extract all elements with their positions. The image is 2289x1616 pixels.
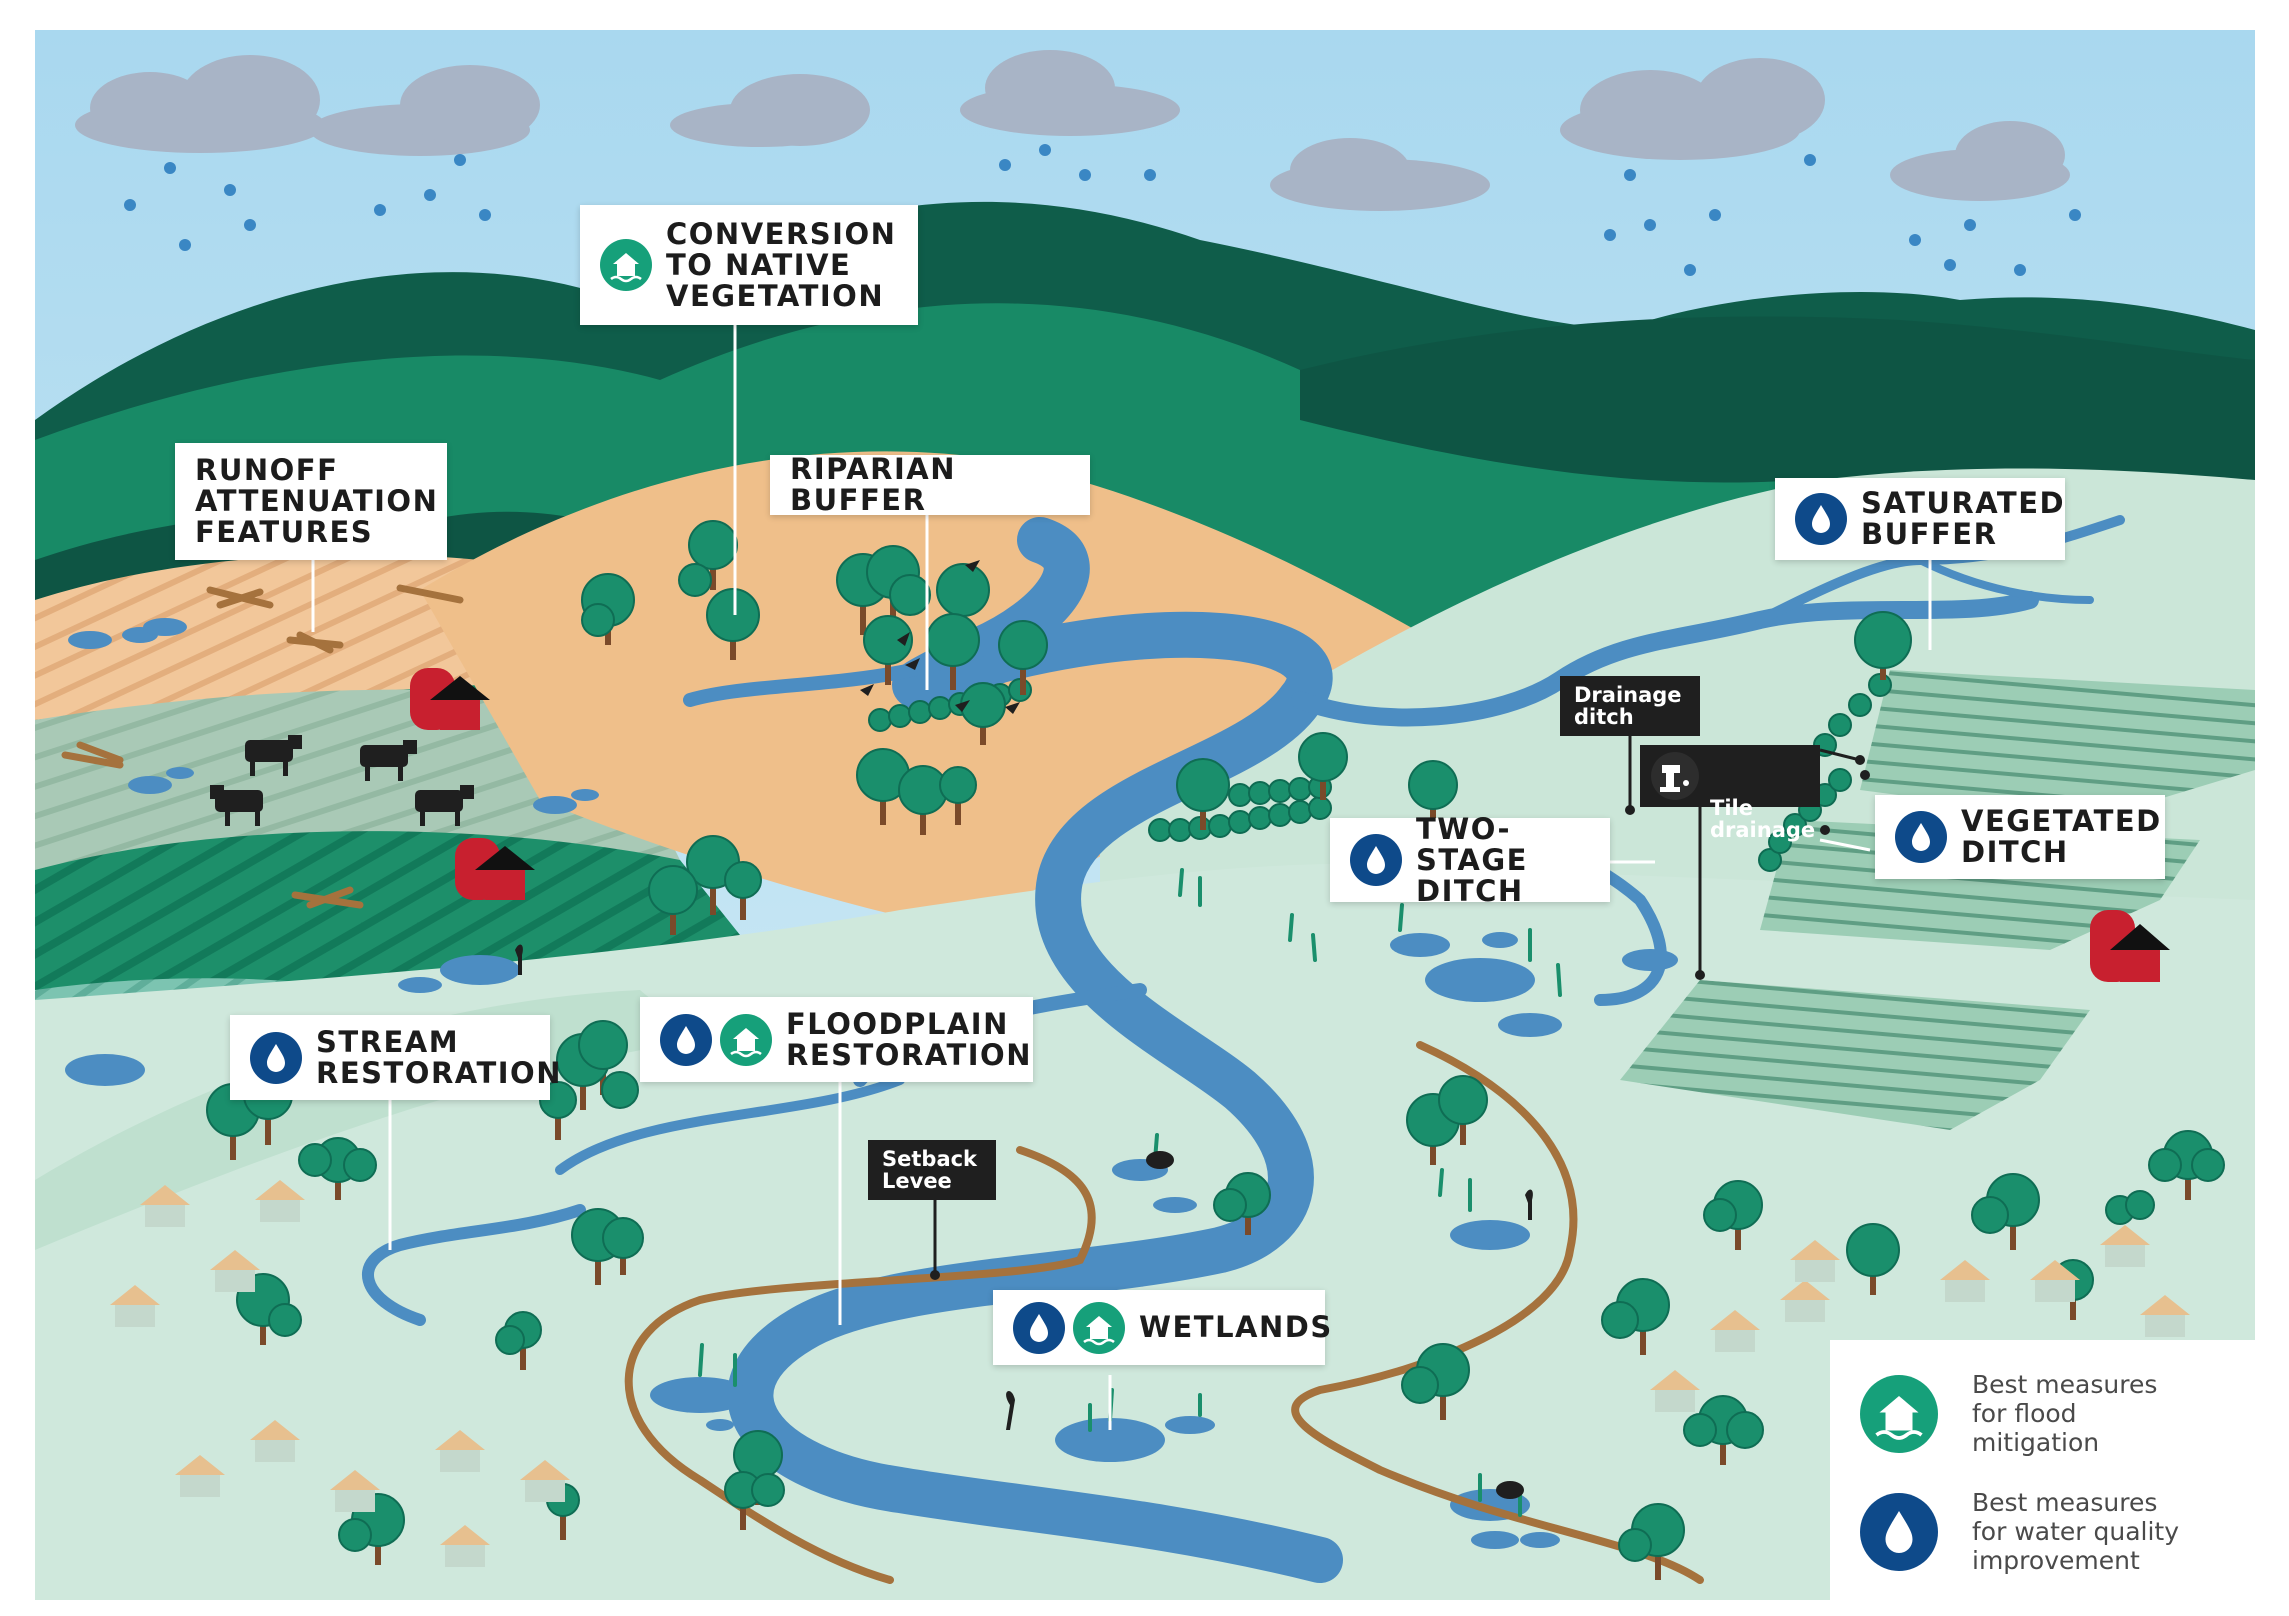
clouds xyxy=(75,50,2070,211)
flood-mitigation-icon xyxy=(1860,1374,1938,1453)
dark-leader-lines xyxy=(933,735,1861,1275)
callout-conversion-native-vegetation: CONVERSION TO NATIVE VEGETATION xyxy=(580,205,918,325)
callout-text: STREAM RESTORATION xyxy=(316,1024,562,1090)
flood-mitigation-icon xyxy=(720,1013,772,1066)
callout-floodplain-restoration: FLOODPLAIN RESTORATION xyxy=(640,997,1033,1082)
callout-text: TWO-STAGE DITCH xyxy=(1416,811,1528,908)
rain-drops xyxy=(124,144,2081,316)
water-quality-icon xyxy=(1895,811,1947,863)
label-drainage-ditch: Drainage ditch xyxy=(1560,676,1700,736)
water-quality-icon xyxy=(1860,1492,1938,1571)
callout-icons xyxy=(1013,1301,1125,1354)
barns xyxy=(410,668,2170,982)
water-quality-icon xyxy=(250,1031,302,1084)
callout-wetlands: WETLANDS xyxy=(993,1290,1331,1365)
label-tile-drainage: Tile drainage xyxy=(1640,745,1820,841)
callout-stream-restoration: STREAM RESTORATION xyxy=(230,1015,560,1100)
houses xyxy=(110,1180,2190,1567)
logs xyxy=(61,584,464,909)
legend-item-flood: Best measures for flood mitigation xyxy=(1860,1370,2157,1457)
label-setback-levee: Setback Levee xyxy=(868,1140,996,1200)
callout-icons xyxy=(1350,834,1402,886)
wildlife xyxy=(515,560,1533,1499)
callout-text: VEGETATED DITCH xyxy=(1961,804,2162,869)
flood-mitigation-icon xyxy=(1073,1301,1125,1354)
right-dark-forest xyxy=(1300,316,2255,483)
flood-mitigation-icon xyxy=(600,239,652,291)
river xyxy=(362,515,2125,1583)
callout-text: WETLANDS xyxy=(1139,1310,1333,1344)
reeds xyxy=(698,868,1562,1517)
callout-text: RIPARIAN BUFFER xyxy=(790,452,956,517)
legend-text: Best measures for water quality improvem… xyxy=(1972,1488,2180,1575)
leader-lines xyxy=(311,325,1932,1430)
callout-icons xyxy=(250,1031,302,1084)
legend-text: Best measures for flood mitigation xyxy=(1972,1370,2158,1457)
tile-drainage-text: Tile drainage xyxy=(1710,796,1816,842)
water-quality-icon xyxy=(660,1013,712,1066)
callout-text: FLOODPLAIN RESTORATION xyxy=(786,1006,1032,1072)
water-quality-icon xyxy=(1795,493,1847,545)
callout-vegetated-ditch: VEGETATED DITCH xyxy=(1875,795,2165,879)
legend: Best measures for flood mitigation Best … xyxy=(1830,1340,2260,1602)
callout-runoff-attenuation: RUNOFF ATTENUATION FEATURES xyxy=(175,443,447,560)
tile-drainage-icon xyxy=(1651,752,1699,800)
legend-item-water: Best measures for water quality improvem… xyxy=(1860,1488,2179,1575)
callout-text: RUNOFF ATTENUATION FEATURES xyxy=(195,453,439,549)
water-quality-icon xyxy=(1013,1301,1065,1354)
callout-icons xyxy=(1895,811,1947,863)
water-quality-icon xyxy=(1350,834,1402,886)
callout-icons xyxy=(1795,493,1847,545)
callout-saturated-buffer: SATURATED BUFFER xyxy=(1775,478,2065,560)
cows xyxy=(210,735,474,826)
callout-riparian-buffer: RIPARIAN BUFFER xyxy=(770,452,1090,517)
callout-icons xyxy=(660,1013,772,1066)
callout-text: SATURATED BUFFER xyxy=(1861,486,2066,551)
callout-text: CONVERSION TO NATIVE VEGETATION xyxy=(666,216,897,313)
leader-dots xyxy=(930,755,1870,1280)
callout-icons xyxy=(600,239,652,291)
callout-two-stage-ditch: TWO-STAGE DITCH xyxy=(1330,813,1610,906)
